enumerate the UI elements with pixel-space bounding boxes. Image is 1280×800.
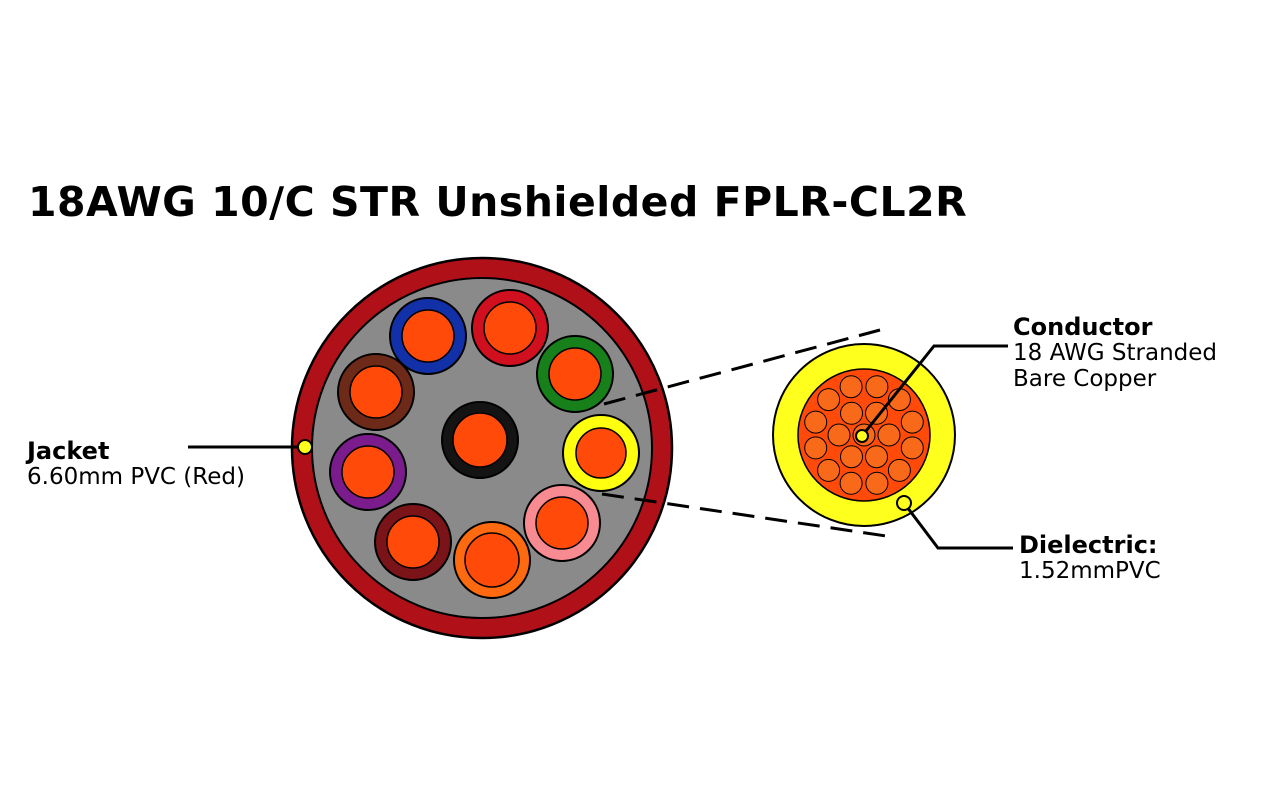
leader-conductor	[860, 344, 1008, 437]
copper-strand	[840, 401, 863, 425]
dielectric-pointer-dot	[896, 495, 912, 511]
conductor-green	[536, 335, 614, 413]
copper-strand	[900, 410, 924, 434]
copper-strand	[865, 375, 889, 399]
conductor-maroon	[374, 503, 452, 581]
conductor-blue	[389, 297, 467, 375]
conductor-label-name: Conductor	[1013, 313, 1153, 341]
leader-top	[603, 328, 881, 406]
conductor-label-line2: Bare Copper	[1013, 366, 1157, 392]
copper-strand	[827, 423, 851, 447]
copper-strand	[839, 375, 863, 399]
conductor-label-line1: 18 AWG Stranded	[1013, 340, 1218, 366]
copper-strand	[865, 401, 888, 425]
dielectric-label-name: Dielectric:	[1019, 531, 1158, 559]
dielectric-label-detail: 1.52mmPVC	[1019, 558, 1161, 584]
conductor-orange	[453, 521, 531, 599]
copper-strand	[900, 436, 924, 460]
jacket-label-detail: 6.60mm PVC (Red)	[27, 464, 245, 490]
copper-strand	[817, 458, 841, 482]
copper-strand	[839, 471, 863, 495]
jacket-label: Jacket 6.60mm PVC (Red)	[27, 438, 245, 490]
copper-strand	[817, 388, 841, 412]
copper-strand	[865, 445, 888, 469]
conductor-label: Conductor 18 AWG Stranded Bare Copper	[1013, 314, 1217, 392]
detail-strands	[804, 375, 924, 495]
conductor-brown	[337, 353, 415, 431]
copper-strand	[804, 436, 828, 460]
diagram-title: 18AWG 10/C STR Unshielded FPLR-CL2R	[28, 178, 968, 226]
copper-strand	[865, 471, 889, 495]
jacket-pointer-dot	[297, 439, 313, 455]
conductor-pointer-dot	[855, 429, 869, 443]
conductor-black-center	[441, 401, 519, 479]
leader-bottom	[601, 492, 894, 539]
copper-strand	[840, 445, 863, 469]
jacket-label-name: Jacket	[27, 437, 110, 465]
dielectric-label: Dielectric: 1.52mmPVC	[1019, 532, 1161, 584]
leader-dielectric	[902, 502, 1013, 550]
copper-strand	[877, 423, 901, 447]
conductor-violet	[329, 433, 407, 511]
copper-strand	[887, 458, 911, 482]
conductor-yellow	[562, 414, 640, 492]
conductor-red	[471, 289, 549, 367]
conductor-pink	[523, 484, 601, 562]
copper-strand	[804, 410, 828, 434]
